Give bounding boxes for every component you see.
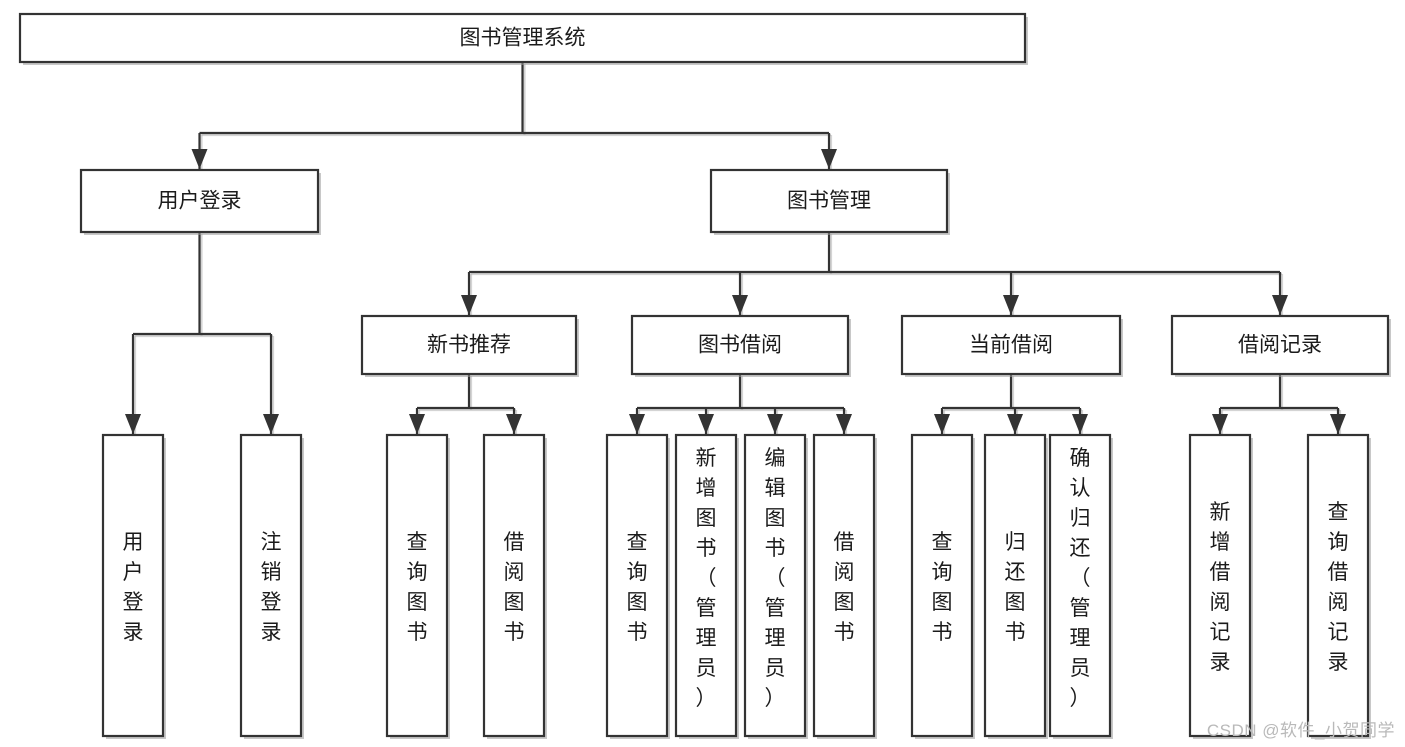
node-leaf-query-book-3[interactable]: 查询图书 <box>910 433 975 739</box>
node-label: 当前借阅 <box>969 334 1053 357</box>
node-layer: 图书管理系统用户登录图书管理新书推荐图书借阅当前借阅借阅记录用户登录注销登录查询… <box>18 12 1391 739</box>
node-label: 新增图书（管理员） <box>696 447 717 710</box>
current-borrow-to-leaves-arrow-0 <box>934 414 950 434</box>
node-book-borrow[interactable]: 图书借阅 <box>630 314 851 377</box>
node-leaf-user-login[interactable]: 用户登录 <box>101 433 166 739</box>
book-borrow-to-leaves-arrow-3 <box>836 414 852 434</box>
book-manage-to-level3-arrow-3 <box>1272 295 1288 315</box>
book-borrow-to-leaves-arrow-0 <box>629 414 645 434</box>
root-to-level2-arrow-1 <box>821 149 837 169</box>
node-label: 新书推荐 <box>427 334 511 357</box>
borrow-record-to-leaves-arrow-1 <box>1330 414 1346 434</box>
node-label: 查询图书 <box>932 531 953 644</box>
node-label: 图书管理 <box>787 190 871 213</box>
node-label: 注销登录 <box>261 531 282 644</box>
current-borrow-to-leaves-arrow-2 <box>1072 414 1088 434</box>
book-borrow-to-leaves-arrow-1 <box>698 414 714 434</box>
borrow-record-to-leaves-arrow-0 <box>1212 414 1228 434</box>
node-label: 用户登录 <box>123 531 144 644</box>
book-manage-to-level3-arrow-2 <box>1003 295 1019 315</box>
node-new-book-rec[interactable]: 新书推荐 <box>360 314 579 377</box>
node-label: 用户登录 <box>158 190 242 213</box>
book-manage-to-level3-arrow-0 <box>461 295 477 315</box>
node-book-manage[interactable]: 图书管理 <box>709 168 950 235</box>
new-book-rec-to-leaves-arrow-1 <box>506 414 522 434</box>
node-leaf-add-book[interactable]: 新增图书（管理员） <box>674 433 739 739</box>
node-label: 借阅记录 <box>1238 334 1322 357</box>
new-book-rec-to-leaves-arrow-0 <box>409 414 425 434</box>
book-borrow-to-leaves-arrow-2 <box>767 414 783 434</box>
node-leaf-return-book[interactable]: 归还图书 <box>983 433 1048 739</box>
node-leaf-query-record[interactable]: 查询借阅记录 <box>1306 433 1371 739</box>
node-label: 图书管理系统 <box>460 27 586 50</box>
node-label: 编辑图书（管理员） <box>765 447 786 710</box>
node-user-login[interactable]: 用户登录 <box>79 168 321 235</box>
node-leaf-query-book-2[interactable]: 查询图书 <box>605 433 670 739</box>
node-label: 归还图书 <box>1005 531 1026 644</box>
book-manage-to-level3-arrow-1 <box>732 295 748 315</box>
watermark-text: CSDN @软件_小贺同学 <box>1206 721 1395 740</box>
current-borrow-to-leaves-arrow-1 <box>1007 414 1023 434</box>
node-label: 借阅图书 <box>504 531 525 644</box>
node-leaf-borrow-book-1[interactable]: 借阅图书 <box>482 433 547 739</box>
node-label: 查询图书 <box>627 531 648 644</box>
connector-layer <box>125 62 1346 436</box>
node-label: 图书借阅 <box>698 334 782 357</box>
node-leaf-add-record[interactable]: 新增借阅记录 <box>1188 433 1253 739</box>
node-leaf-confirm-return[interactable]: 确认归还（管理员） <box>1048 433 1113 739</box>
node-leaf-borrow-book-2[interactable]: 借阅图书 <box>812 433 877 739</box>
node-label: 新增借阅记录 <box>1210 501 1231 674</box>
node-leaf-user-logout[interactable]: 注销登录 <box>239 433 304 739</box>
node-root-system[interactable]: 图书管理系统 <box>18 12 1028 65</box>
root-to-level2-arrow-0 <box>191 149 208 169</box>
node-label: 借阅图书 <box>834 531 855 644</box>
user-login-to-leaves-arrow-1 <box>263 414 279 434</box>
node-current-borrow[interactable]: 当前借阅 <box>900 314 1123 377</box>
user-login-to-leaves-arrow-0 <box>125 414 141 434</box>
node-leaf-edit-book[interactable]: 编辑图书（管理员） <box>743 433 808 739</box>
node-borrow-record[interactable]: 借阅记录 <box>1170 314 1391 377</box>
node-label: 查询借阅记录 <box>1328 501 1349 674</box>
node-label: 查询图书 <box>407 531 428 644</box>
node-label: 确认归还（管理员） <box>1070 447 1091 710</box>
node-leaf-query-book-1[interactable]: 查询图书 <box>385 433 450 739</box>
